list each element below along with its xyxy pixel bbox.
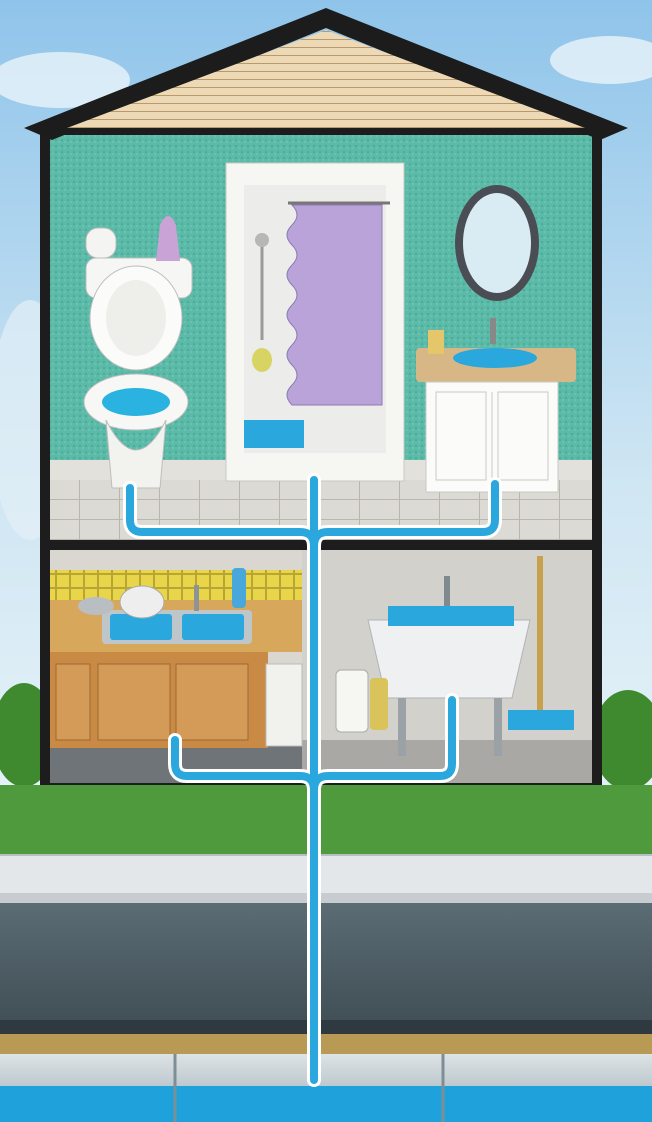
detergent-bottle-icon bbox=[336, 670, 388, 732]
mirror-icon bbox=[455, 185, 539, 301]
road-edge bbox=[0, 1020, 652, 1034]
shower-icon bbox=[226, 163, 404, 481]
lawn bbox=[0, 785, 652, 857]
sewer-main-water bbox=[0, 1086, 652, 1122]
kitchen-backsplash bbox=[50, 570, 302, 602]
road bbox=[0, 903, 652, 1033]
soil bbox=[0, 1034, 652, 1056]
sidewalk bbox=[0, 855, 652, 895]
curb bbox=[0, 893, 652, 903]
